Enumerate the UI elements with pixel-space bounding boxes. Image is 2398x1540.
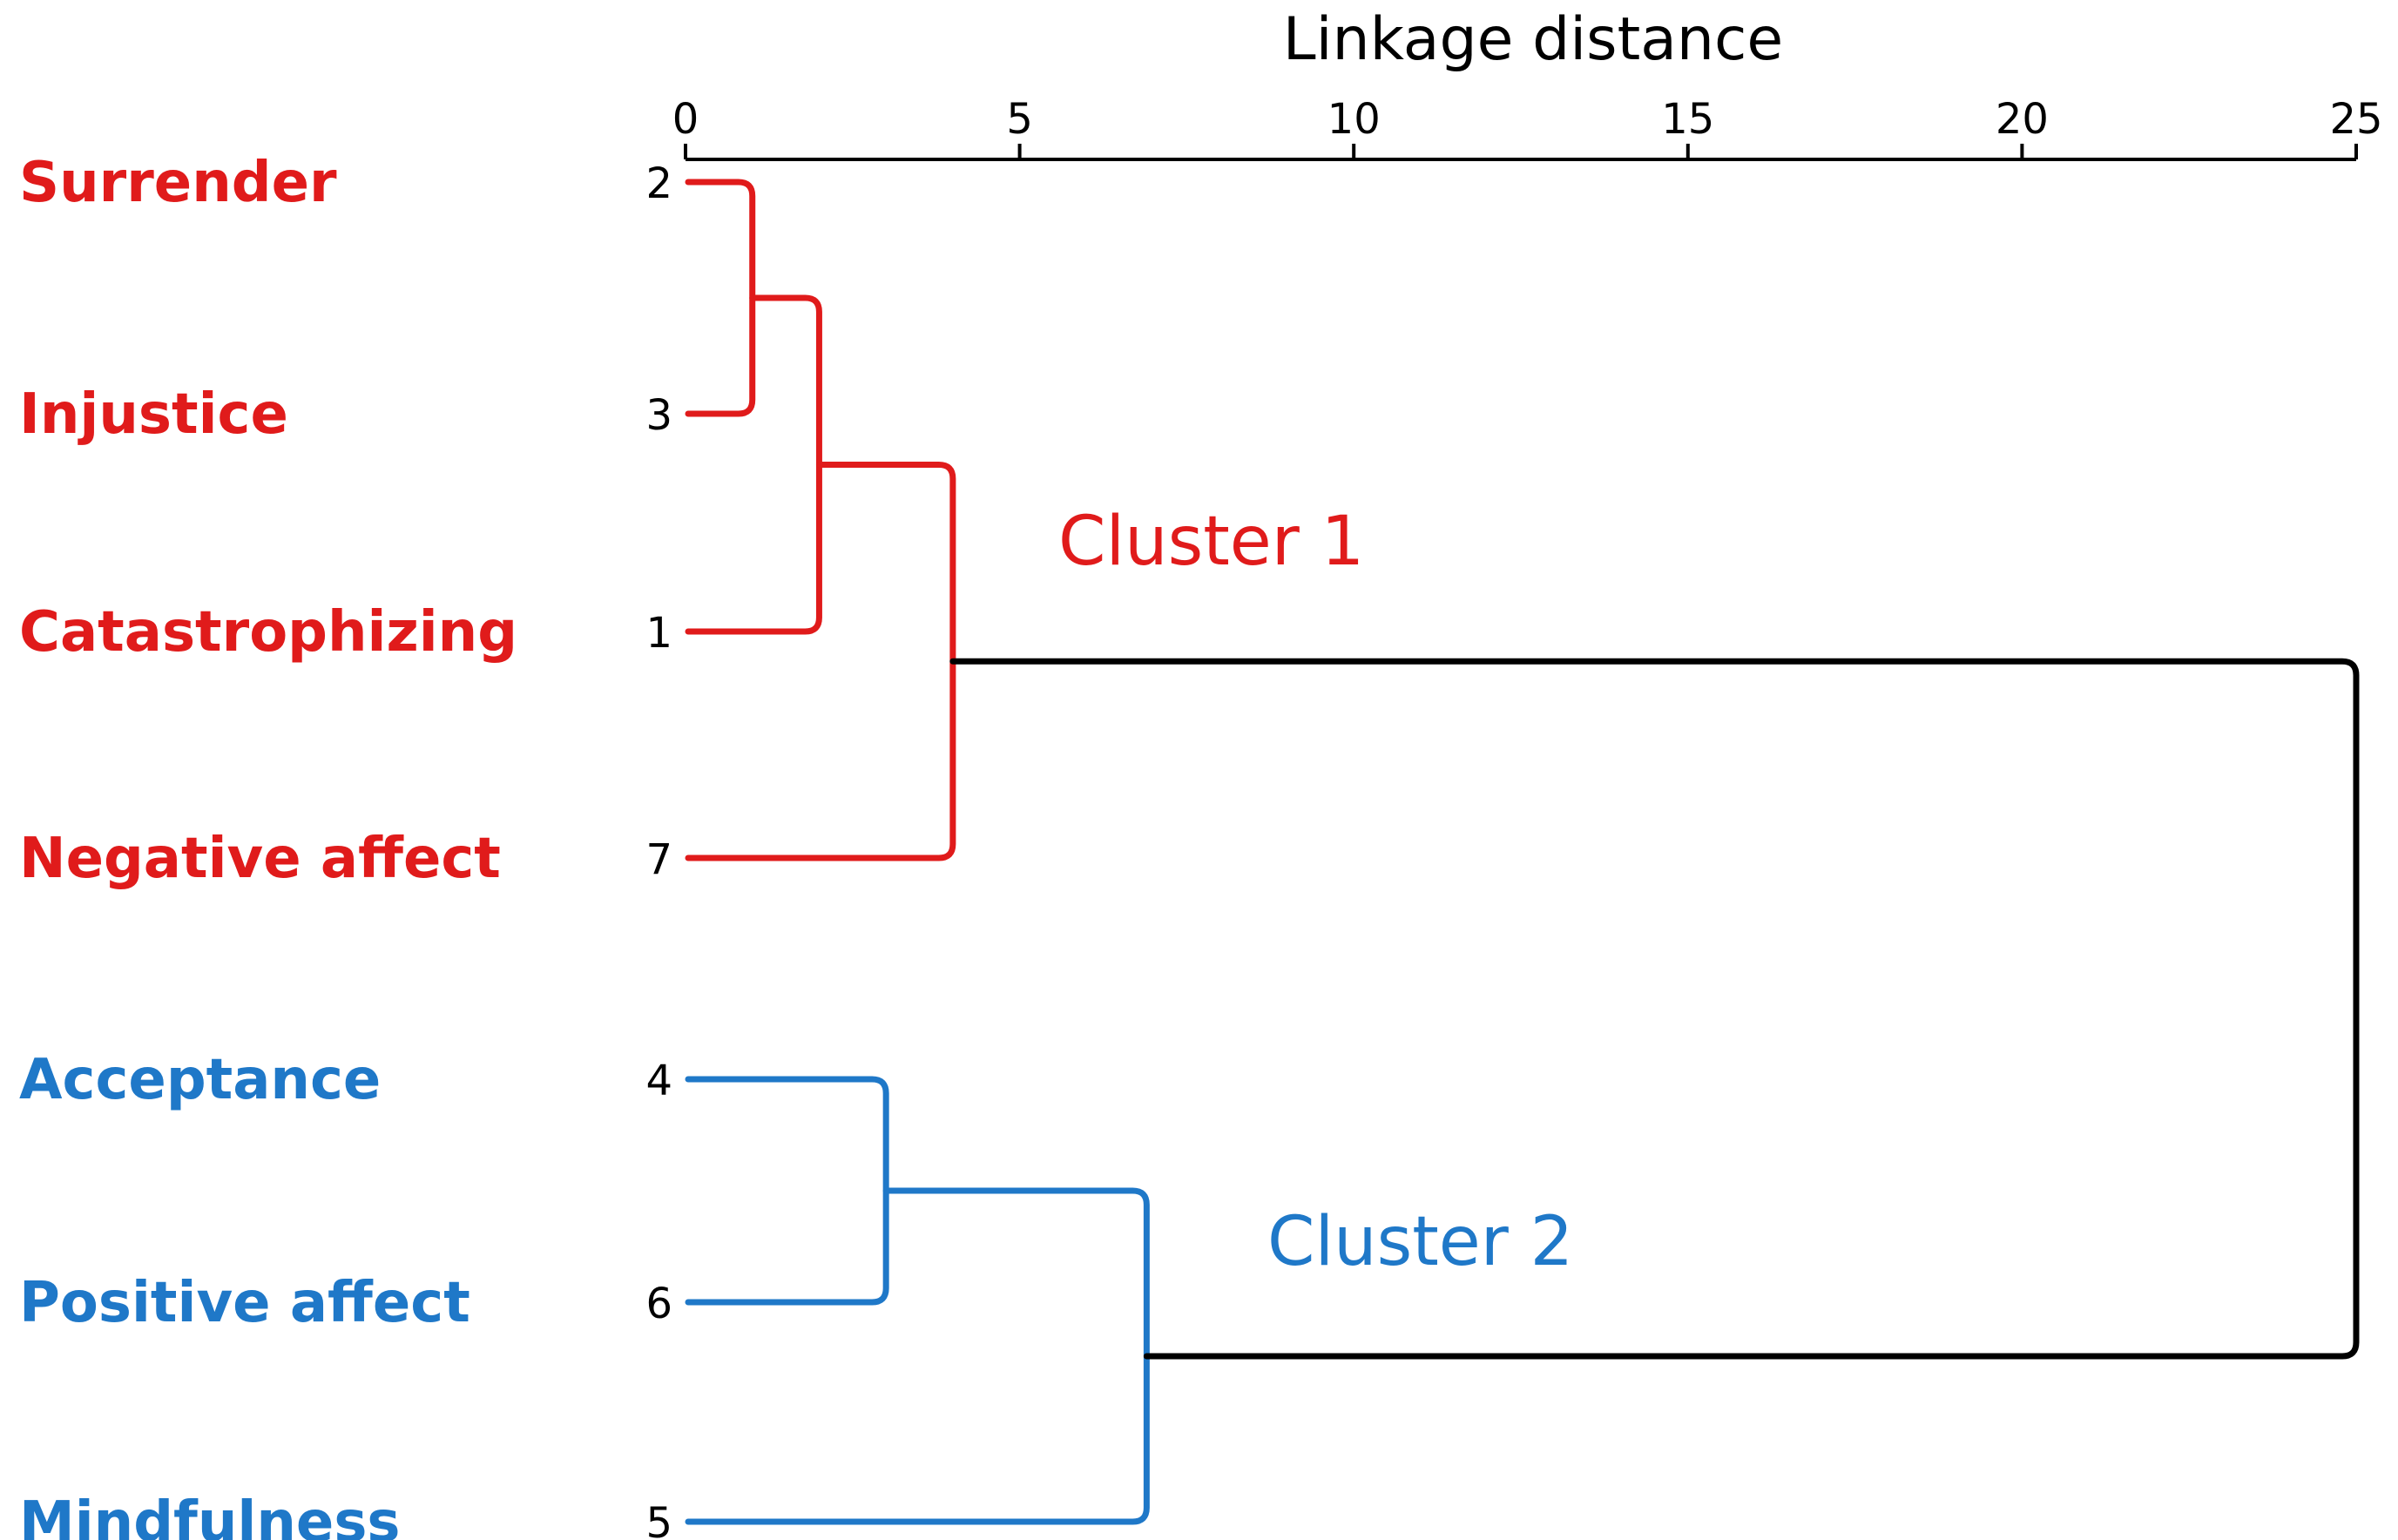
cluster-label: Cluster 2: [1267, 1203, 1573, 1281]
variable-label: Injustice: [19, 382, 288, 447]
x-tick-label: 25: [2329, 95, 2382, 144]
leaf-number: 6: [645, 1280, 672, 1328]
dendrogram-link: [685, 1187, 1150, 1525]
dendrogram-link: [685, 179, 756, 417]
dendrogram-link: [685, 1076, 889, 1306]
leaf-number: 2: [645, 159, 672, 208]
leaf-number: 3: [645, 391, 672, 440]
variable-label: Mindfulness: [19, 1490, 401, 1540]
cluster-label: Cluster 1: [1058, 503, 1364, 581]
x-axis: 0 5 10 15 20 25: [672, 95, 2383, 161]
x-tick-label: 20: [1996, 95, 2049, 144]
variable-label: Negative affect: [19, 827, 501, 891]
leaf-number: 7: [645, 835, 672, 884]
leaf-number: 1: [645, 609, 672, 658]
x-axis-title: Linkage distance: [1283, 5, 1783, 74]
variable-label: Positive affect: [19, 1271, 470, 1335]
variable-label: Acceptance: [19, 1048, 381, 1112]
dendrogram-links: [685, 179, 2360, 1525]
dendrogram-link: [949, 658, 2360, 1360]
leaf-number: 4: [645, 1057, 672, 1105]
cluster-labels: Cluster 1 Cluster 2: [1058, 503, 1573, 1281]
variable-label: Surrender: [19, 151, 337, 215]
x-tick-label: 10: [1327, 95, 1381, 144]
x-tick-label: 5: [1006, 95, 1033, 144]
x-tick-label: 0: [672, 95, 699, 144]
variable-label: Catastrophizing: [19, 600, 517, 665]
x-tick-label: 15: [1661, 95, 1714, 144]
leaf-number: 5: [645, 1499, 672, 1540]
